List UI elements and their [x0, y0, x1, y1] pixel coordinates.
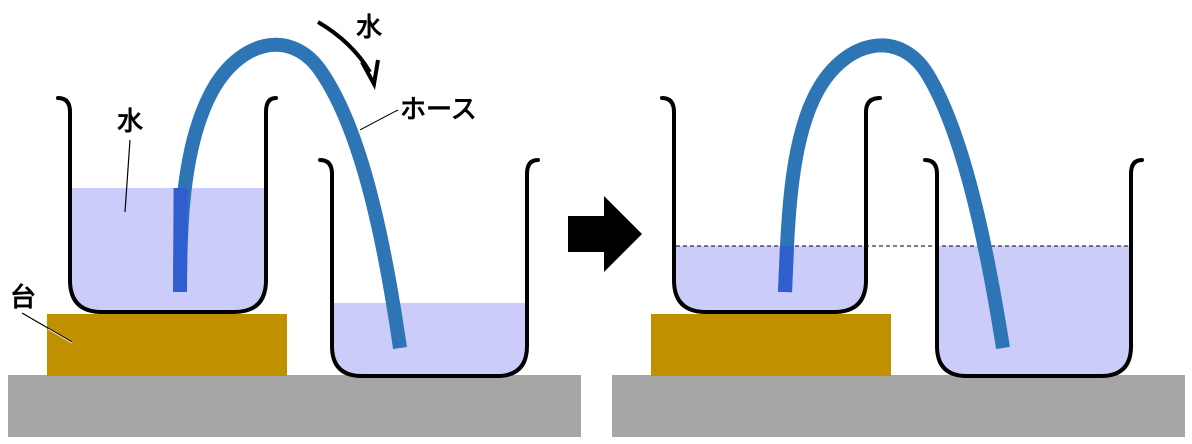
leader-stand: [21, 312, 73, 343]
hose-submerged-left: [173, 187, 188, 293]
panel-after: [612, 38, 1185, 437]
stand-left: [47, 314, 287, 376]
label-water-flow: 水: [356, 13, 383, 43]
label-stand: 台: [10, 282, 36, 313]
label-water: 水: [117, 107, 144, 137]
lower-beaker-right: [923, 158, 1144, 378]
label-hose: ホース: [400, 95, 477, 125]
floor-left: [8, 375, 581, 437]
water-lower-beaker-right: [939, 246, 1129, 374]
upper-beaker-left: [56, 96, 278, 314]
water-lower-beaker-left: [334, 303, 525, 374]
panel-before: 水 ホース 水 台: [8, 13, 581, 437]
water-upper-beaker-left: [72, 188, 264, 310]
water-upper-beaker-right: [676, 246, 864, 310]
flow-arrow-head: [360, 59, 380, 91]
hose-submerged-right: [778, 245, 794, 293]
upper-beaker-right: [660, 96, 882, 314]
leader-hose-highlight: [359, 111, 397, 132]
stand-right: [651, 314, 891, 376]
hose-right: [778, 38, 1010, 350]
transition-arrow-icon: [568, 196, 642, 272]
leader-water: [124, 139, 131, 213]
lower-beaker-left: [318, 158, 540, 378]
leader-hose: [359, 109, 399, 131]
floor-right: [612, 375, 1185, 437]
leader-stand-highlight: [47, 328, 73, 344]
